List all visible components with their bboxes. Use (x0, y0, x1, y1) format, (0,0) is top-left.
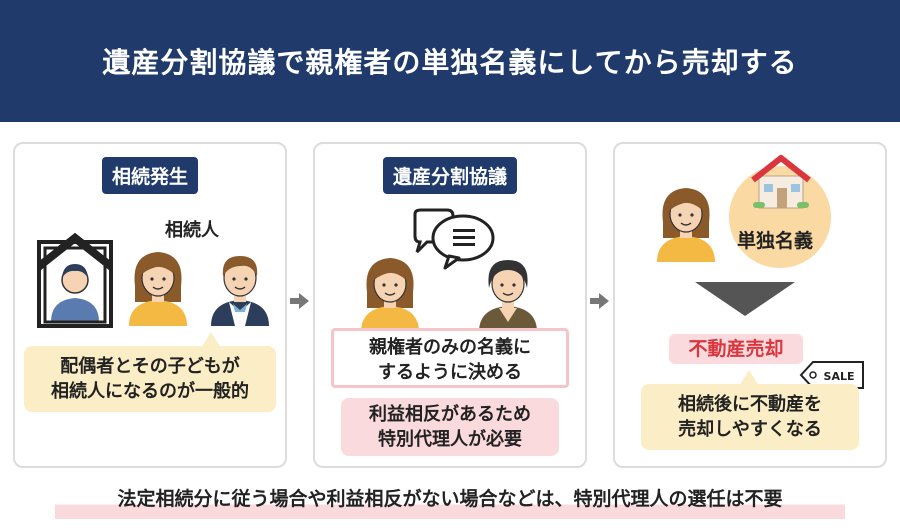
conflict-warning-line-1: 利益相反があるため (369, 404, 531, 425)
property-sale-label: 不動産売却 (669, 334, 803, 364)
step-panel-inheritance: 相続発生 相続人 配偶者とその子どもが 相続人になる (13, 142, 287, 468)
agreement-result-line-1: 親権者のみの名義に (369, 337, 531, 358)
step-badge-division-agreement: 遺産分割協議 (382, 157, 518, 194)
heirs-label: 相続人 (165, 220, 219, 241)
page-title: 遺産分割協議で親権者の単独名義にしてから売却する (102, 46, 798, 79)
conflict-warning-box: 利益相反があるため 特別代理人が必要 (341, 398, 559, 456)
parent-woman-icon (361, 258, 419, 332)
heir-woman-icon (129, 252, 187, 326)
heirs-note-line-2: 相続人になるのが一般的 (51, 381, 249, 402)
callout-pointer-icon (739, 370, 759, 386)
next-step-arrow-icon (290, 293, 309, 309)
house-icon (751, 155, 811, 209)
sole-owner-woman-icon (657, 188, 715, 262)
heir-child-icon (211, 256, 269, 326)
sole-ownership-label: 単独名義 (737, 230, 814, 252)
heirs-note-line-1: 配偶者とその子どもが (60, 356, 240, 377)
down-arrow-icon (695, 282, 795, 316)
discussion-bubbles-icon (413, 208, 495, 270)
agreement-result-line-2: するように決める (378, 362, 522, 383)
deceased-portrait-icon (37, 232, 113, 328)
step-panel-division-agreement: 遺産分割協議 親権者のみの名義に するように決める 利益相反があるため 特別代理… (313, 142, 587, 468)
step-panel-sale: 単独名義 不動産売却 SALE 相続後に不動産を 売却しやすくなる (613, 142, 887, 468)
sale-tag-text: SALE (824, 370, 855, 383)
agreement-result-box: 親権者のみの名義に するように決める (331, 328, 569, 388)
header-bar: 遺産分割協議で親権者の単独名義にしてから売却する (0, 0, 900, 122)
sale-benefit-note: 相続後に不動産を 売却しやすくなる (641, 384, 859, 450)
next-step-arrow-icon (590, 293, 609, 309)
footer-note: 法定相続分に従う場合や利益相反がない場合などは、特別代理人の選任は不要 (55, 483, 845, 519)
heirs-note: 配偶者とその子どもが 相続人になるのが一般的 (24, 346, 276, 412)
conflict-warning-line-2: 特別代理人が必要 (378, 429, 522, 450)
special-agent-woman-icon (479, 260, 537, 332)
sale-benefit-line-2: 売却しやすくなる (678, 419, 822, 440)
sale-benefit-line-1: 相続後に不動産を (678, 394, 822, 415)
step-badge-inheritance: 相続発生 (101, 157, 199, 194)
callout-pointer-icon (201, 332, 221, 348)
